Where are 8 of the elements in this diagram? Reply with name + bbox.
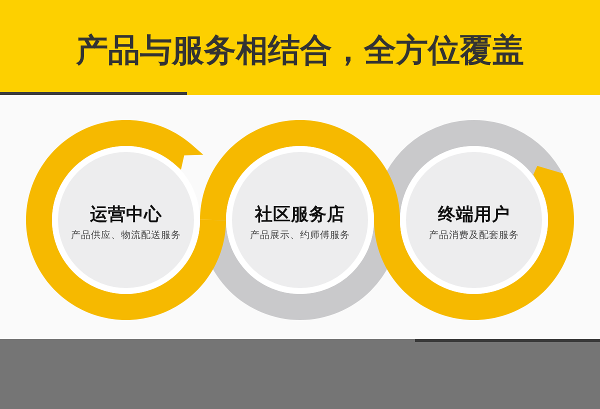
description-text: 产品供应、物流配送服务 [71,230,181,242]
page-title: 产品与服务相结合，全方位覆盖 [76,31,524,70]
heading-text: 社区服务店 [255,204,345,226]
heading-text: 运营中心 [90,204,162,226]
description-text: 产品消费及配套服务 [429,230,519,242]
description-text: 产品展示、约师傅服务 [250,230,350,242]
ribbon-connector [26,120,226,320]
heading-text: 终端用户 [438,204,510,226]
